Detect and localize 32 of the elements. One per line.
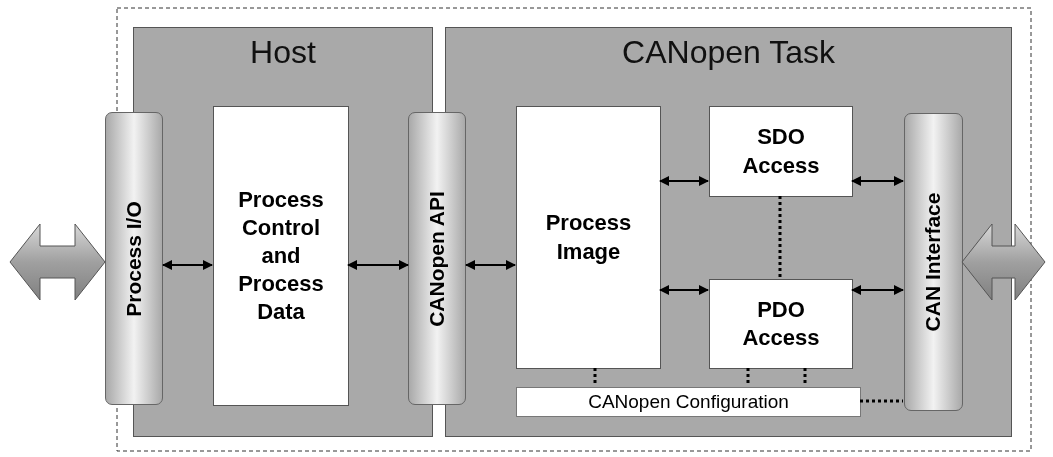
- box-label: Process I/O: [122, 200, 146, 317]
- double-arrow: [9, 223, 106, 301]
- api-bar: [408, 112, 466, 405]
- double-arrow: [659, 176, 709, 186]
- dotted-line: [746, 368, 750, 386]
- process-box: [709, 106, 853, 197]
- dotted-line: [803, 368, 807, 386]
- box-label: CANopen API: [425, 190, 449, 327]
- config-box: [516, 387, 861, 417]
- box-label: Process Image: [544, 209, 633, 266]
- dotted-line: [778, 196, 782, 278]
- double-arrow: [659, 285, 709, 295]
- process-box: [213, 106, 349, 406]
- interface-bar: [904, 113, 963, 411]
- process-box: [709, 279, 853, 369]
- box-label: PDO Access: [741, 295, 821, 352]
- double-arrow: [851, 285, 904, 295]
- box-label: Process Control and Process Data: [237, 185, 325, 327]
- double-arrow: [851, 176, 904, 186]
- double-arrow: [347, 260, 409, 270]
- box-label: SDO Access: [741, 123, 821, 180]
- double-arrow: [465, 260, 516, 270]
- panel-title: Host: [250, 34, 316, 71]
- process-box: [516, 106, 661, 369]
- box-label: CANopen Configuration: [588, 391, 789, 413]
- io-bar: [105, 112, 163, 405]
- dotted-line: [860, 399, 903, 403]
- double-arrow: [961, 223, 1046, 301]
- dotted-line: [593, 368, 597, 386]
- box-label: CAN Interface: [921, 192, 946, 332]
- panel-title: CANopen Task: [622, 34, 835, 71]
- double-arrow: [162, 260, 213, 270]
